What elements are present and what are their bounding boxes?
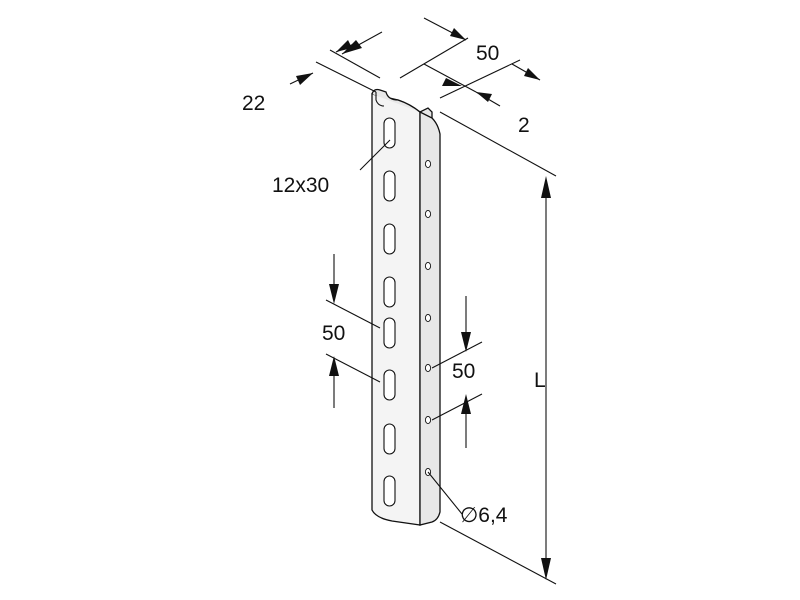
hole bbox=[424, 313, 432, 323]
hole-pitch-label: 50 bbox=[452, 360, 475, 383]
dimension-thickness: 2 bbox=[423, 59, 541, 137]
slot bbox=[383, 223, 396, 255]
hole bbox=[424, 261, 432, 271]
dimension-slot-pitch: 50 bbox=[322, 254, 381, 408]
slot bbox=[383, 369, 396, 401]
hole bbox=[424, 415, 432, 425]
dimension-width: 50 bbox=[329, 17, 499, 79]
depth-label: 22 bbox=[242, 92, 265, 115]
slot bbox=[383, 475, 396, 507]
channel-front-face bbox=[371, 93, 421, 526]
slot-pitch-label: 50 bbox=[322, 322, 345, 345]
slot bbox=[383, 276, 396, 308]
slot-row bbox=[383, 117, 396, 507]
hole-row bbox=[424, 159, 432, 477]
slot-size-label: 12x30 bbox=[272, 174, 329, 197]
thickness-label: 2 bbox=[518, 114, 530, 137]
dimension-length: L bbox=[439, 111, 557, 585]
channel-top-lip bbox=[371, 88, 433, 124]
slot bbox=[383, 423, 396, 455]
dimension-hole-diameter: ∅6,4 bbox=[427, 471, 508, 527]
length-label: L bbox=[534, 369, 546, 392]
width-label: 50 bbox=[476, 42, 499, 65]
u-channel-profile bbox=[371, 88, 441, 526]
dimension-depth: 22 bbox=[242, 40, 377, 115]
hole bbox=[424, 159, 432, 169]
dimension-hole-pitch: 50 bbox=[431, 296, 483, 448]
slot bbox=[383, 317, 396, 349]
slot bbox=[383, 117, 396, 149]
slot bbox=[383, 170, 396, 202]
hole-diameter-label: ∅6,4 bbox=[460, 504, 508, 527]
channel-top-bend bbox=[375, 92, 385, 107]
dimension-slot-size: 12x30 bbox=[272, 139, 391, 197]
hole bbox=[424, 209, 432, 219]
hole bbox=[424, 363, 432, 373]
